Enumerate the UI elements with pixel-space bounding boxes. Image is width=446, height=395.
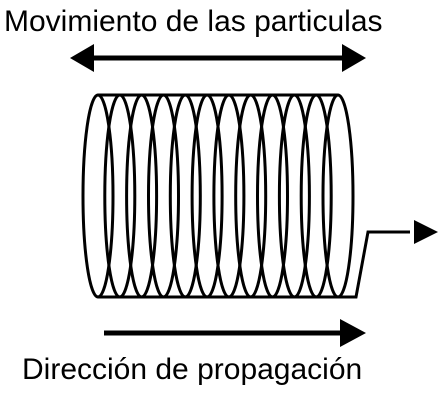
coil-loop: [321, 93, 355, 299]
coil-loop: [256, 93, 289, 299]
tail-arrowhead-icon: [414, 220, 438, 244]
coil-loop: [168, 93, 202, 299]
spring-coil: [81, 93, 438, 299]
coil-loops: [81, 93, 355, 299]
coil-loop: [125, 93, 159, 299]
coil-loop: [81, 93, 115, 299]
arrowhead-right-icon: [342, 44, 366, 72]
coil-loop: [234, 93, 268, 299]
particle-motion-arrow: [70, 44, 366, 72]
arrowhead-left-icon: [70, 44, 94, 72]
particle-motion-label: Movimiento de las particulas: [4, 5, 383, 38]
propagation-arrowhead-icon: [340, 319, 366, 347]
coil-loop: [299, 93, 333, 299]
coil-loop: [190, 93, 224, 299]
coil-loop: [147, 93, 180, 299]
propagation-direction-label: Dirección de propagación: [22, 353, 363, 386]
coil-loop: [212, 93, 246, 299]
propagation-arrow: [104, 319, 366, 347]
coil-loop: [277, 93, 311, 299]
coil-loop: [103, 93, 137, 299]
coil-tail-wire: [338, 230, 410, 299]
